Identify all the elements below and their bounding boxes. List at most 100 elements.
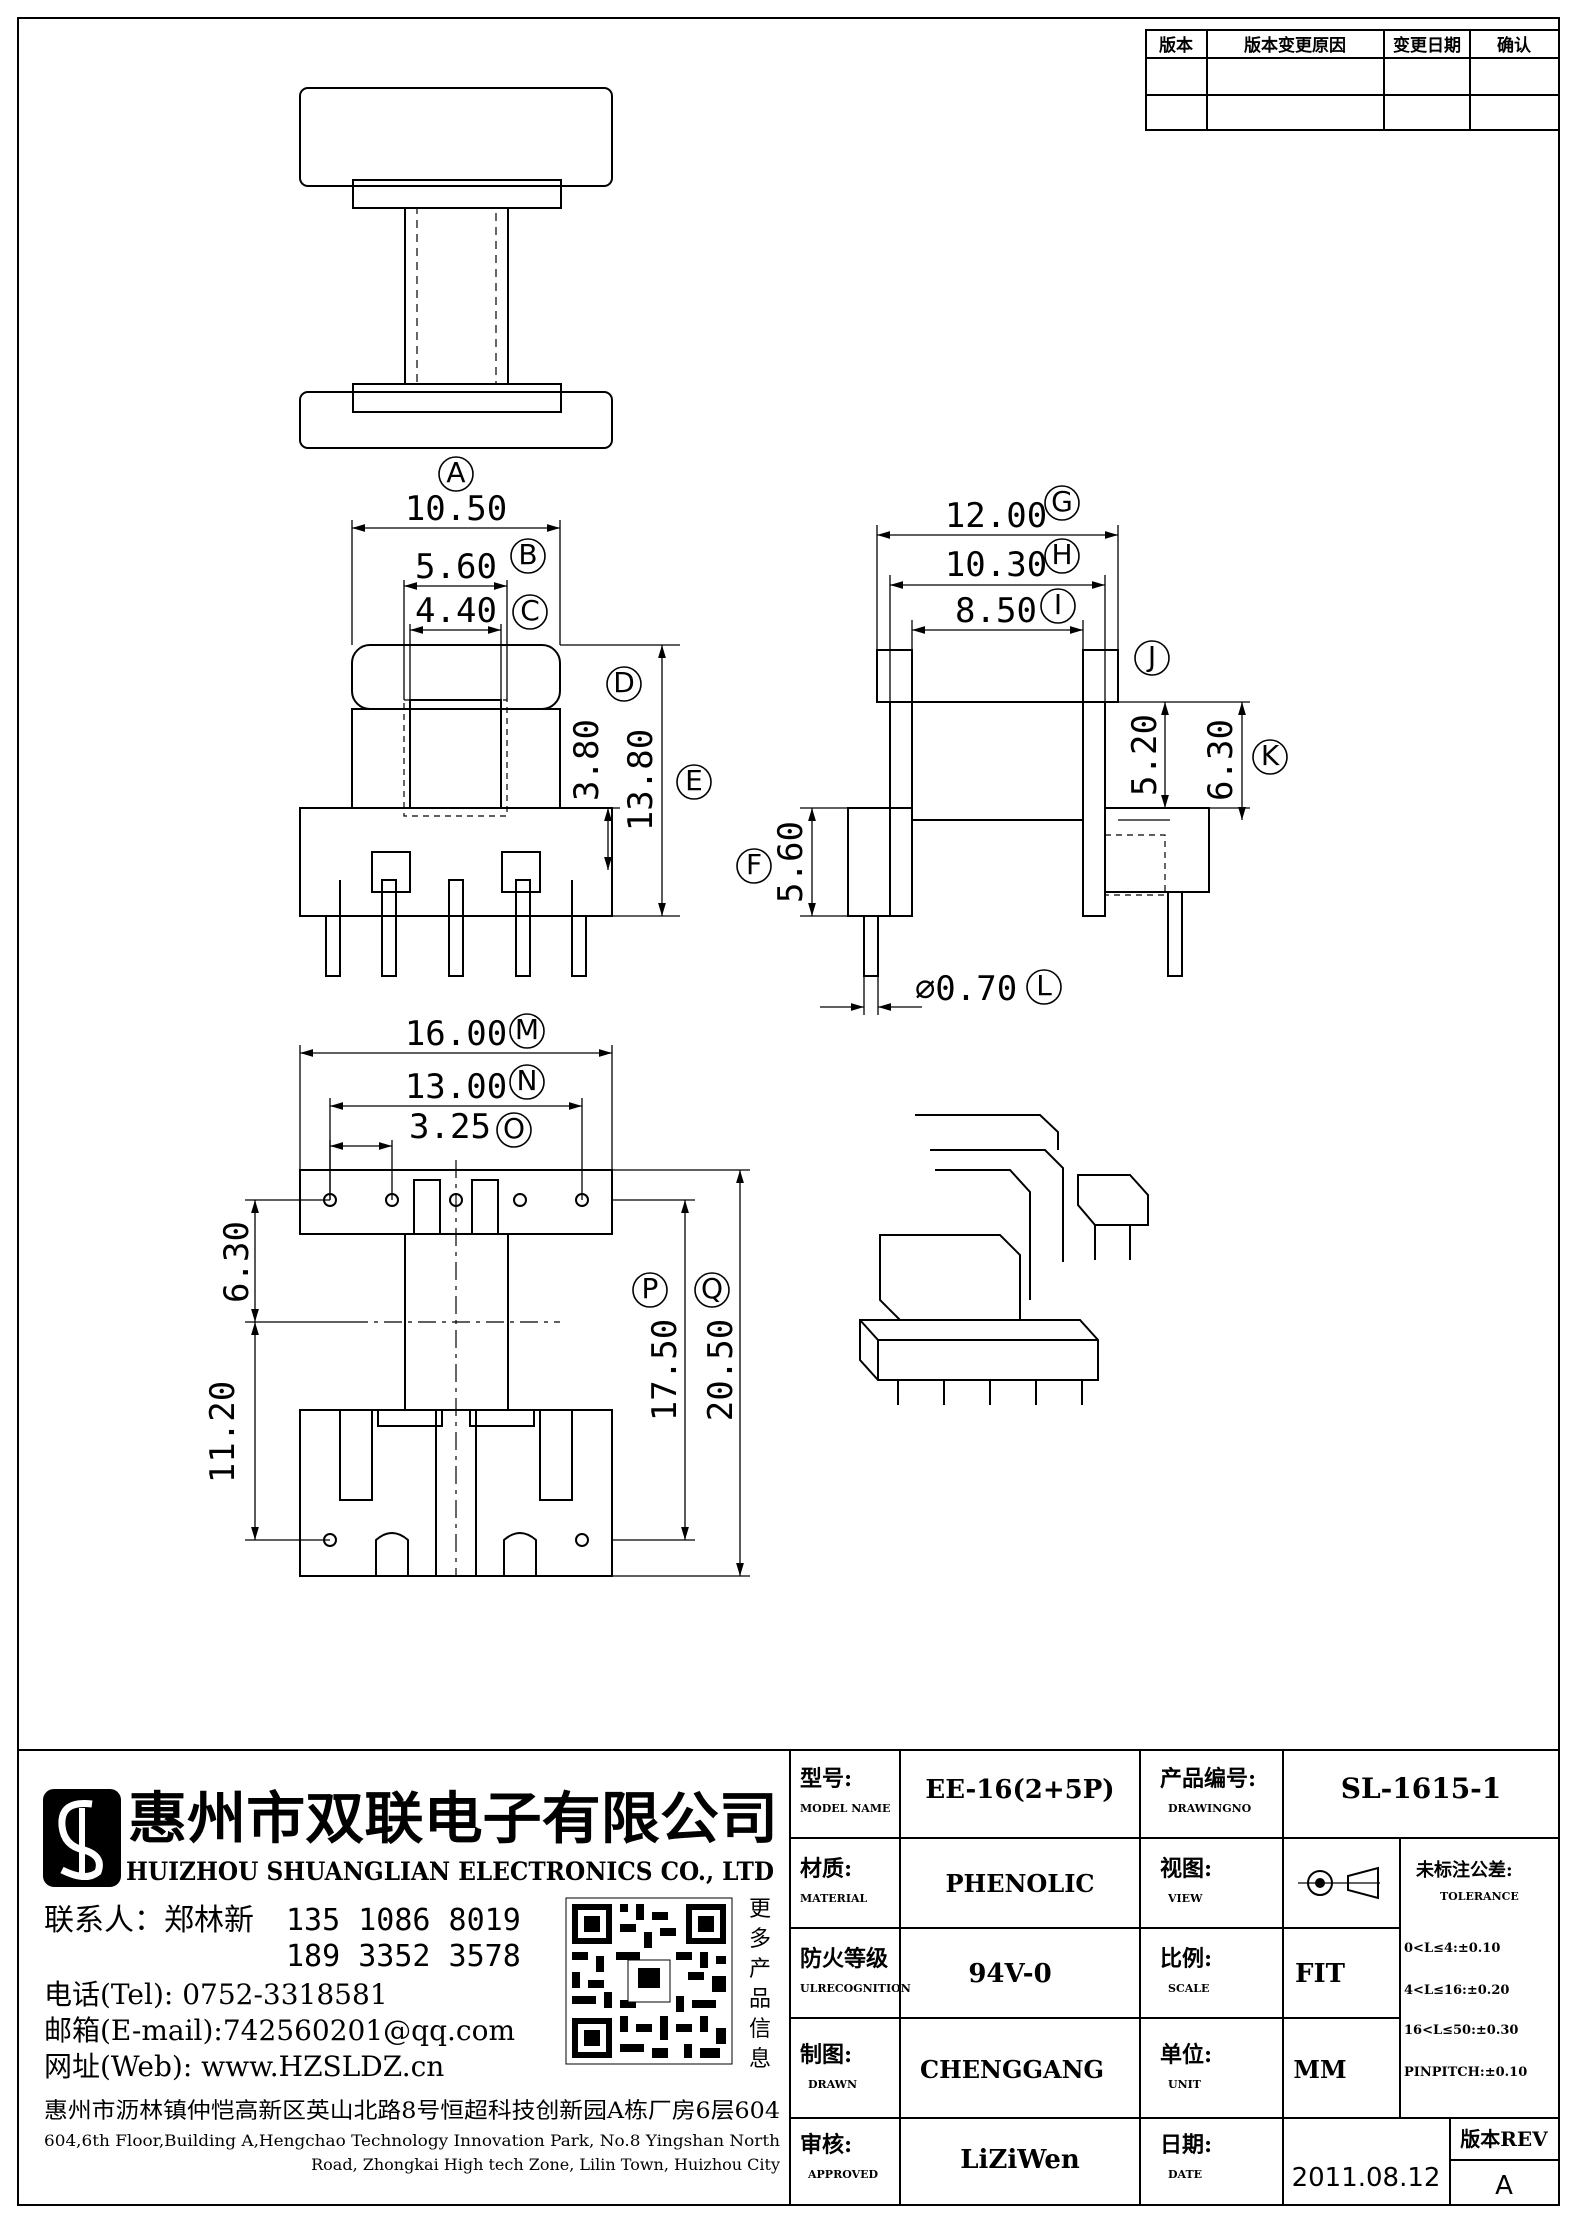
tolerance-line-3: 16<L≤50:±0.30 — [1404, 2023, 1518, 2038]
dim-d-value: 3.80 — [567, 719, 607, 801]
label-n: N — [517, 1064, 538, 1097]
label-p: P — [642, 1272, 659, 1305]
qr-caption-5: 信 — [749, 2017, 771, 2042]
rev-header-reason: 版本变更原因 — [1244, 35, 1346, 56]
unit-label: 单位: — [1160, 2042, 1212, 2068]
qr-caption-1: 更 — [749, 1897, 771, 1922]
model-sub: MODEL NAME — [800, 1802, 890, 1815]
label-d: D — [613, 666, 635, 699]
label-m: M — [515, 1013, 539, 1046]
flame-sub: ULRECOGNITION — [800, 1982, 911, 1995]
date-value: 2011.08.12 — [1292, 2163, 1441, 2193]
dim-p-value: 17.50 — [645, 1319, 685, 1421]
dim-f-value: 5.60 — [771, 821, 811, 903]
qr-code-icon — [565, 1897, 733, 2065]
approved-label: 审核: — [800, 2132, 852, 2158]
dim-m-value: 16.00 — [405, 1014, 507, 1054]
rev-header-date: 变更日期 — [1393, 35, 1461, 56]
drawn-sub: DRAWN — [808, 2078, 857, 2091]
side-dimensions — [800, 525, 1250, 1015]
drawn-label: 制图: — [800, 2042, 852, 2068]
qr-caption-4: 品 — [749, 1987, 771, 2012]
dim-c-value: 4.40 — [415, 591, 497, 631]
contact-tel: 电话(Tel): 0752-3318581 — [44, 1978, 388, 2011]
top-view — [299, 87, 613, 449]
approved-value: LiZiWen — [960, 2145, 1080, 2175]
contact-email: 邮箱(E-mail):742560201@qq.com — [44, 2014, 515, 2047]
address-cn: 惠州市沥林镇仲恺高新区英山北路8号恒超科技创新园A栋厂房6层604 — [44, 2099, 780, 2124]
dim-l-value: ⌀0.70 — [915, 969, 1017, 1009]
flame-value: 94V-0 — [968, 1959, 1051, 1989]
dim-h-value: 10.30 — [945, 545, 1047, 585]
unit-sub: UNIT — [1168, 2078, 1202, 2091]
contact-phone-2: 189 3352 3578 — [286, 1939, 521, 1974]
date-sub: DATE — [1168, 2168, 1202, 2181]
view-sub: VIEW — [1167, 1892, 1203, 1905]
contact-web: 网址(Web): www.HZSLDZ.cn — [44, 2050, 444, 2083]
company-name-en: HUIZHOU SHUANGLIAN ELECTRONICS CO., LTD — [126, 1857, 774, 1886]
model-label: 型号: — [800, 1766, 852, 1792]
tolerance-label: 未标注公差: — [1416, 1859, 1513, 1881]
dim-a-value: 10.50 — [405, 489, 507, 529]
label-j: J — [1146, 640, 1156, 673]
tolerance-line-1: 0<L≤4:±0.10 — [1404, 1941, 1500, 1956]
rev-header-confirm: 确认 — [1497, 35, 1532, 56]
drawing-no-label: 产品编号: — [1160, 1766, 1256, 1792]
projection-symbol-icon — [1298, 1866, 1380, 1900]
date-label: 日期: — [1160, 2132, 1212, 2158]
contact-phone-1: 135 1086 8019 — [286, 1903, 521, 1938]
label-e: E — [685, 764, 703, 797]
dim-k1-value: 5.20 — [1125, 714, 1165, 796]
revision-label: 版本REV — [1460, 2127, 1548, 2151]
rev-header-version: 版本 — [1159, 35, 1193, 56]
dim-bottom-value: 11.20 — [203, 1381, 243, 1483]
material-value: PHENOLIC — [945, 1869, 1094, 1898]
drawing-no-value: SL-1615-1 — [1341, 1772, 1502, 1805]
dim-o-value: 3.25 — [409, 1107, 491, 1147]
dim-b-value: 5.60 — [415, 547, 497, 587]
contact-label: 联系人：郑林新 — [44, 1903, 254, 1938]
dim-g-value: 12.00 — [945, 496, 1047, 536]
scale-sub: SCALE — [1168, 1982, 1209, 1995]
label-c: C — [520, 594, 540, 627]
revision-table — [1145, 29, 1560, 131]
company-name-cn: 惠州市双联电子有限公司 — [128, 1786, 778, 1852]
label-a: A — [446, 456, 465, 489]
dim-i-value: 8.50 — [955, 591, 1037, 631]
tolerance-line-4: PINPITCH:±0.10 — [1404, 2065, 1527, 2080]
view-label: 视图: — [1160, 1856, 1212, 1882]
label-b: B — [518, 538, 537, 571]
dim-e-value: 13.80 — [621, 729, 661, 831]
qr-caption-2: 多 — [749, 1927, 771, 1952]
label-l: L — [1036, 969, 1052, 1002]
unit-value: MM — [1293, 2055, 1346, 2084]
bottom-view — [299, 1160, 613, 1577]
revision-value: A — [1495, 2171, 1513, 2201]
dim-top-value: 6.30 — [217, 1221, 257, 1303]
bottom-dimensions — [245, 1045, 750, 1577]
qr-caption-3: 产 — [749, 1957, 771, 1982]
drawing-no-sub: DRAWINGNO — [1168, 1802, 1252, 1815]
material-label: 材质: — [800, 1856, 852, 1882]
label-i: I — [1054, 588, 1062, 621]
drawn-value: CHENGGANG — [920, 2055, 1104, 2084]
front-dimensions — [351, 520, 680, 917]
side-view — [847, 649, 1210, 977]
model-value: EE-16(2+5P) — [925, 1775, 1114, 1805]
label-q: Q — [701, 1272, 723, 1305]
material-sub: MATERIAL — [800, 1892, 868, 1905]
flame-label: 防火等级 — [800, 1946, 888, 1972]
label-f: F — [746, 848, 762, 881]
qr-caption-6: 息 — [749, 2047, 771, 2072]
label-o: O — [503, 1112, 525, 1145]
approved-sub: APPROVED — [807, 2168, 879, 2181]
dim-q-value: 20.50 — [701, 1319, 741, 1421]
tolerance-line-2: 4<L≤16:±0.20 — [1404, 1983, 1509, 1998]
company-logo-icon — [43, 1789, 121, 1887]
label-g: G — [1051, 485, 1073, 518]
isometric-view — [859, 1114, 1149, 1405]
front-view — [299, 644, 613, 977]
address-en-line-1: 604,6th Floor,Building A,Hengchao Techno… — [44, 2131, 780, 2150]
tolerance-sub: TOLERANCE — [1440, 1890, 1519, 1903]
